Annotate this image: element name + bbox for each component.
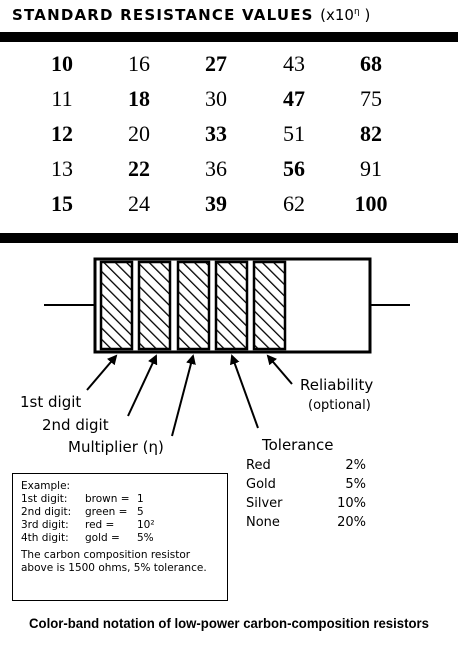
label-multiplier: Multiplier (η)	[68, 438, 164, 456]
resistance-values-table: 10 16 27 43 68 11 18 30 47 75 12 20 33 51 82 13 22 36 56 91…	[0, 52, 458, 227]
table-row: 13 22 36 56 91	[0, 157, 458, 192]
resistance-value-cell: 100	[354, 191, 388, 216]
label-2nd-digit: 2nd digit	[42, 416, 109, 434]
resistance-value-cell: 68	[360, 51, 382, 76]
resistance-value-cell: 11	[51, 86, 73, 111]
resistance-value-cell: 39	[205, 191, 227, 216]
example-heading: Example:	[21, 480, 71, 492]
example-line: 4th digit:gold =5%	[21, 532, 154, 544]
resistance-value-cell: 30	[205, 86, 227, 111]
table-row: 12 20 33 51 82	[0, 122, 458, 157]
band-tolerance	[214, 260, 249, 351]
example-line: 2nd digit:green =5	[21, 506, 144, 518]
arrow-2nd-digit	[127, 354, 158, 417]
resistance-value-cell: 75	[360, 86, 382, 111]
label-tolerance: Tolerance	[262, 436, 334, 454]
figure-caption: Color-band notation of low-power carbon-…	[29, 615, 429, 631]
resistance-value-cell: 15	[51, 191, 73, 216]
title-exponent: η	[353, 7, 360, 17]
arrow-1st-digit	[86, 354, 118, 391]
resistance-value-cell: 62	[283, 191, 305, 216]
resistance-value-cell: 91	[360, 156, 382, 181]
title-unit: (x10η )	[320, 6, 371, 24]
resistance-value-cell: 12	[51, 121, 73, 146]
top-rule	[0, 32, 458, 42]
table-row: 11 18 30 47 75	[0, 87, 458, 122]
label-reliability-optional: (optional)	[308, 398, 371, 413]
title-text: STANDARD RESISTANCE VALUES	[12, 6, 314, 24]
band-1st-digit	[99, 260, 134, 351]
table-row: 15 24 39 62 100	[0, 192, 458, 227]
band-reliability	[252, 260, 287, 351]
example-line: 1st digit:brown =1	[21, 493, 144, 505]
resistor-diagram	[44, 257, 410, 437]
bottom-rule	[0, 233, 458, 243]
resistance-value-cell: 13	[51, 156, 73, 181]
resistance-value-cell: 51	[283, 121, 305, 146]
resistance-value-cell: 36	[205, 156, 227, 181]
band-multiplier	[176, 260, 211, 351]
arrow-multiplier	[171, 354, 196, 437]
resistance-value-cell: 47	[283, 86, 305, 111]
arrow-reliability	[266, 354, 293, 385]
resistance-value-cell: 20	[128, 121, 150, 146]
page-title: STANDARD RESISTANCE VALUES (x10η )	[12, 6, 370, 24]
resistance-value-cell: 18	[128, 86, 150, 111]
example-box: Example: 1st digit:brown =1 2nd digit:gr…	[12, 473, 228, 601]
resistance-value-cell: 16	[128, 51, 150, 76]
resistance-value-cell: 82	[360, 121, 382, 146]
label-1st-digit: 1st digit	[20, 393, 82, 411]
resistance-value-cell: 56	[283, 156, 305, 181]
resistance-value-cell: 27	[205, 51, 227, 76]
example-line: 3rd digit:red =10²	[21, 519, 155, 531]
resistance-value-cell: 22	[128, 156, 150, 181]
resistance-value-cell: 24	[128, 191, 150, 216]
table-row: 10 16 27 43 68	[0, 52, 458, 87]
resistance-value-cell: 10	[51, 51, 73, 76]
band-2nd-digit	[137, 260, 172, 351]
example-note: The carbon composition resistor above is…	[21, 549, 207, 574]
label-reliability: Reliability	[300, 376, 374, 394]
resistance-value-cell: 33	[205, 121, 227, 146]
resistance-value-cell: 43	[283, 51, 305, 76]
arrow-tolerance	[230, 354, 259, 429]
